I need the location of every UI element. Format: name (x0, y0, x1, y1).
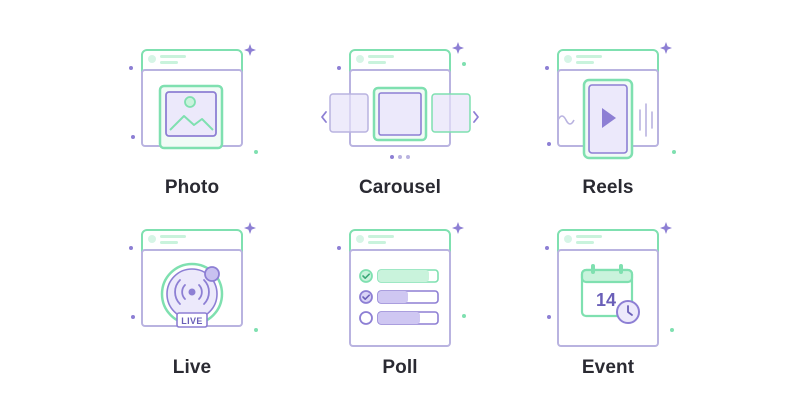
tile-label: Reels (582, 177, 634, 198)
live-broadcast-icon (129, 222, 258, 332)
poll-bar-fill (378, 270, 429, 282)
tile-label: Poll (382, 357, 418, 378)
tile-reels[interactable]: Reels (528, 40, 688, 220)
tile-label: Photo (164, 177, 220, 198)
poll-bar-fill (378, 312, 420, 324)
tile-carousel[interactable]: Carousel (320, 40, 480, 220)
tile-event[interactable]: 14 Event (528, 220, 688, 400)
tile-label: Live (172, 357, 212, 378)
tile-label: Event (581, 357, 635, 378)
poll-icon (337, 222, 466, 347)
calendar-icon (545, 222, 674, 347)
carousel-icon (321, 42, 479, 159)
tile-poll[interactable]: Poll (320, 220, 480, 400)
calendar-date-number: 14 (595, 290, 617, 310)
tile-label: Carousel (358, 177, 442, 198)
image-icon (129, 44, 258, 154)
live-badge: LIVE (181, 316, 203, 326)
poll-bar-fill (378, 291, 408, 303)
tile-live[interactable]: LIVE Live (112, 220, 272, 400)
tile-photo[interactable]: Photo (112, 40, 272, 220)
play-icon (545, 42, 676, 160)
